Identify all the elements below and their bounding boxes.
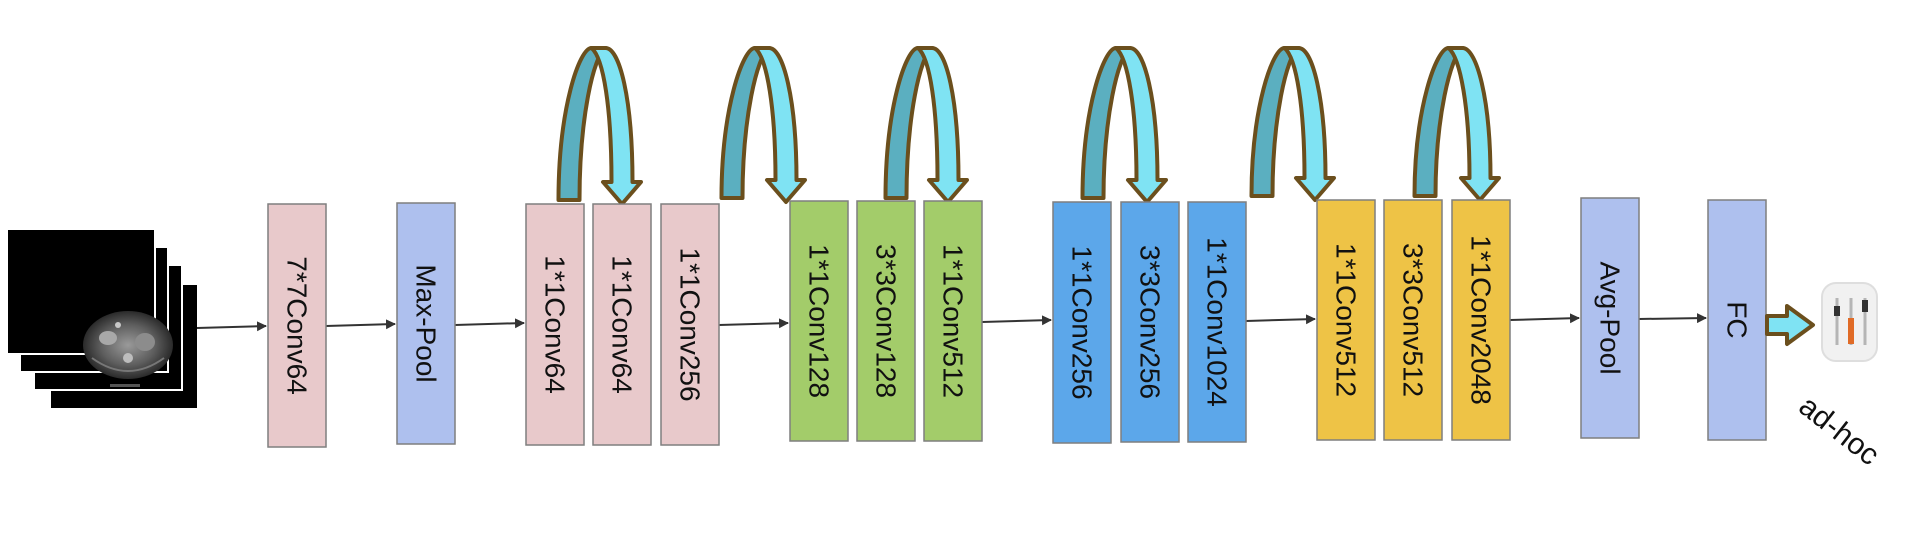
layer-block-label: 1*1Conv256 bbox=[1067, 245, 1098, 399]
layer-block-2: Max-Pool bbox=[396, 202, 456, 445]
connection-arrow-6 bbox=[1245, 314, 1316, 325]
layer-block-rect bbox=[660, 203, 720, 446]
layer-block-label: 1*1Conv64 bbox=[607, 255, 638, 394]
connection-arrows bbox=[196, 313, 1707, 332]
skip-connection-arrow-6 bbox=[1412, 46, 1501, 202]
layer-block-rect bbox=[856, 200, 916, 442]
layer-block-4: 1*1Conv64 bbox=[592, 203, 652, 446]
layer-block-rect bbox=[1383, 199, 1443, 441]
connection-arrow-3 bbox=[454, 318, 525, 329]
layer-block-rect bbox=[525, 203, 585, 446]
input-image-stack bbox=[6, 228, 199, 410]
connection-arrow-2 bbox=[325, 319, 396, 330]
layer-block-label: Max-Pool bbox=[411, 264, 442, 382]
layer-block-label: 7*7Conv64 bbox=[282, 256, 313, 395]
layer-block-8: 1*1Conv512 bbox=[923, 200, 983, 442]
layer-block-label: 1*1Conv512 bbox=[1331, 243, 1362, 397]
skip-arrow-rising-band bbox=[1412, 46, 1465, 198]
skip-arrow-rising-band bbox=[1249, 46, 1301, 198]
layer-block-label: 3*3Conv512 bbox=[1398, 243, 1429, 397]
layer-block-11: 1*1Conv1024 bbox=[1187, 201, 1247, 443]
layer-block-label: 1*1Conv2048 bbox=[1466, 235, 1497, 405]
skip-arrow-descending-band bbox=[1446, 46, 1501, 202]
layer-block-14: 1*1Conv2048 bbox=[1451, 199, 1511, 441]
output-label: ad-hoc bbox=[1793, 390, 1886, 472]
skip-connection-arrow-4 bbox=[1080, 46, 1168, 204]
skip-connection-arrow-3 bbox=[883, 46, 969, 204]
layer-block-label: 1*1Conv1024 bbox=[1202, 237, 1233, 407]
layer-block-1: 7*7Conv64 bbox=[267, 203, 327, 448]
layer-block-7: 3*3Conv128 bbox=[856, 200, 916, 442]
skip-arrow-rising-band bbox=[719, 46, 771, 200]
skip-arrow-rising-band bbox=[1080, 46, 1132, 200]
layer-block-9: 1*1Conv256 bbox=[1052, 201, 1112, 444]
layer-block-5: 1*1Conv256 bbox=[660, 203, 720, 446]
layer-block-rect bbox=[1580, 197, 1640, 439]
skip-connection-arrow-2 bbox=[719, 46, 807, 204]
layer-block-rect bbox=[1316, 199, 1376, 441]
connection-arrow-4 bbox=[718, 318, 789, 329]
layer-block-label: 1*1Conv512 bbox=[938, 244, 969, 398]
connection-arrow-7 bbox=[1509, 313, 1580, 324]
skip-connection-arrow-5 bbox=[1249, 46, 1336, 202]
layer-block-16: FC bbox=[1707, 199, 1767, 441]
layer-block-rect bbox=[789, 200, 849, 442]
layer-block-rect bbox=[1052, 201, 1112, 444]
layer-block-13: 3*3Conv512 bbox=[1383, 199, 1443, 441]
connection-arrow-8 bbox=[1638, 313, 1707, 324]
layer-block-rect bbox=[267, 203, 327, 448]
layer-blocks: 7*7Conv64 Max-Pool 1*1Conv64 1*1Conv64 1*1Co… bbox=[267, 197, 1767, 448]
layer-block-label: 1*1Conv256 bbox=[675, 247, 706, 401]
skip-arrow-descending-band bbox=[1282, 46, 1336, 202]
skip-arrow-descending-band bbox=[916, 46, 969, 204]
equalizer-sliders-icon bbox=[1821, 282, 1878, 362]
skip-arrow-rising-band bbox=[883, 46, 934, 200]
ct-scan-icon bbox=[83, 311, 173, 387]
layer-block-12: 1*1Conv512 bbox=[1316, 199, 1376, 441]
layer-block-rect bbox=[396, 202, 456, 445]
layer-block-label: 1*1Conv128 bbox=[804, 244, 835, 398]
layer-block-label: Avg-Pool bbox=[1595, 261, 1626, 374]
layer-block-15: Avg-Pool bbox=[1580, 197, 1640, 439]
connection-arrow-5 bbox=[981, 315, 1052, 326]
layer-block-label: 3*3Conv256 bbox=[1135, 245, 1166, 399]
skip-connections bbox=[556, 46, 1501, 206]
layer-block-rect bbox=[923, 200, 983, 442]
connection-arrow-1 bbox=[196, 321, 267, 332]
layer-block-rect bbox=[1707, 199, 1767, 441]
layer-block-10: 3*3Conv256 bbox=[1120, 201, 1180, 443]
layer-block-label: 1*1Conv64 bbox=[540, 255, 571, 394]
skip-connection-arrow-1 bbox=[556, 46, 643, 206]
layer-block-rect bbox=[592, 203, 652, 446]
layer-block-6: 1*1Conv128 bbox=[789, 200, 849, 442]
layer-block-rect bbox=[1451, 199, 1511, 441]
skip-arrow-rising-band bbox=[556, 46, 608, 202]
skip-arrow-descending-band bbox=[589, 46, 643, 206]
layer-block-3: 1*1Conv64 bbox=[525, 203, 585, 446]
skip-arrow-descending-band bbox=[1114, 46, 1168, 204]
layer-block-label: FC bbox=[1722, 301, 1753, 338]
layer-block-rect bbox=[1187, 201, 1247, 443]
skip-arrow-descending-band bbox=[753, 46, 807, 204]
layer-block-rect bbox=[1120, 201, 1180, 443]
output-arrow bbox=[1765, 304, 1815, 346]
layer-block-label: 3*3Conv128 bbox=[871, 244, 902, 398]
